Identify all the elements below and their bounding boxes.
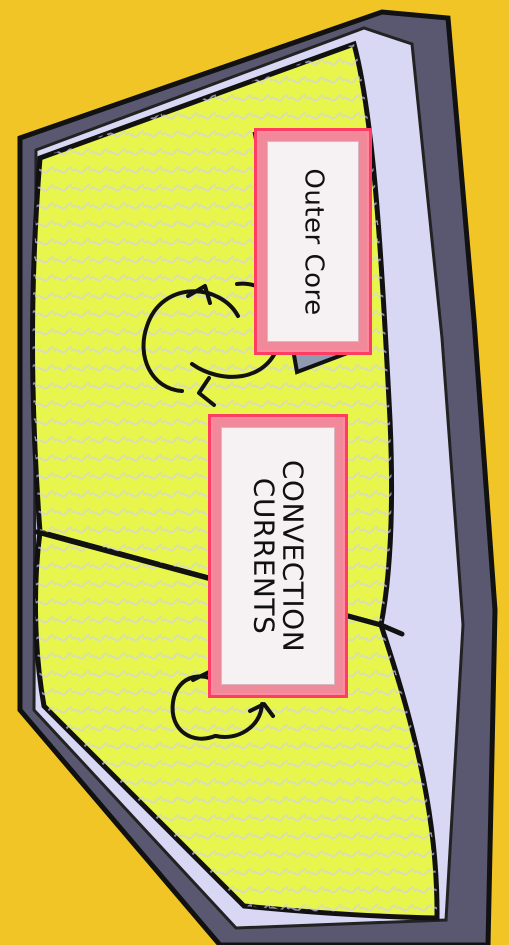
convection-label-line-1: CONVECTION xyxy=(278,460,307,652)
outer-core-label: Outer Core xyxy=(299,168,326,315)
outer-core-label-inner: Outer Core xyxy=(267,141,359,342)
outer-core-label-box: Outer Core xyxy=(254,128,372,355)
convection-currents-label: CONVECTION CURRENTS xyxy=(249,460,308,652)
convection-currents-label-inner: CONVECTION CURRENTS xyxy=(221,427,335,685)
convection-label-line-2: CURRENTS xyxy=(249,460,278,652)
convection-currents-label-box: CONVECTION CURRENTS xyxy=(208,414,348,698)
